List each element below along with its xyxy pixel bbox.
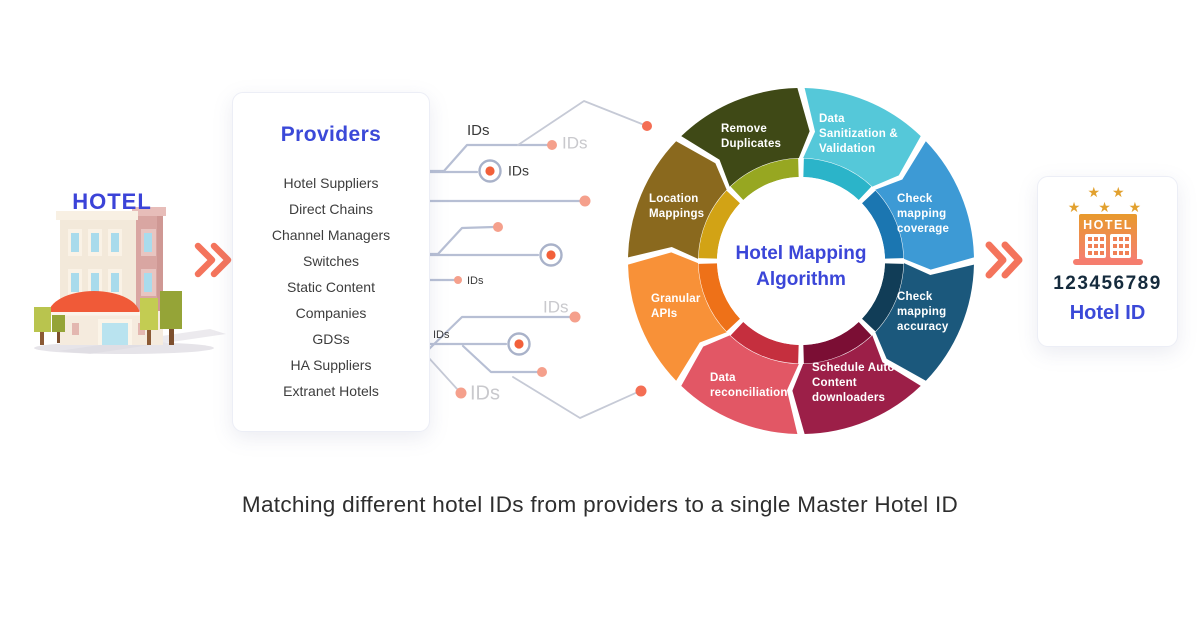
segment-label-location-mappings: Location Mappings bbox=[649, 193, 705, 221]
ids-label: IDs bbox=[433, 329, 450, 341]
providers-title: Providers bbox=[280, 123, 382, 146]
caption: Matching different hotel IDs from provid… bbox=[241, 492, 959, 517]
stars-bottom: ★ ★ ★ bbox=[1067, 199, 1147, 215]
id-dot bbox=[537, 367, 547, 377]
id-dot bbox=[642, 121, 652, 131]
segment-accent-location-mappings bbox=[698, 190, 740, 259]
provider-item: Hotel Suppliers bbox=[283, 175, 379, 191]
provider-item: Switches bbox=[302, 253, 360, 269]
id-dot bbox=[579, 195, 591, 207]
segment-accent-granular-apis bbox=[698, 263, 740, 332]
connector-line bbox=[517, 100, 648, 146]
segment-data-sanitization-validation bbox=[803, 88, 921, 187]
chevron-icon bbox=[210, 242, 232, 278]
connector-line bbox=[426, 315, 573, 352]
tower-cornice bbox=[132, 207, 166, 216]
ids-label: IDs bbox=[470, 382, 500, 404]
segment-label-data-reconciliation: Data reconciliation bbox=[710, 372, 788, 400]
segment-check-mapping-accuracy bbox=[875, 263, 974, 381]
door-glass bbox=[102, 323, 128, 345]
provider-item: Extranet Hotels bbox=[283, 383, 379, 399]
segment-label-check-mapping-coverage: Check mapping coverage bbox=[897, 193, 950, 236]
chevron-icon bbox=[194, 242, 216, 278]
icon-base bbox=[1072, 259, 1143, 265]
segment-location-mappings bbox=[628, 141, 727, 259]
segment-check-mapping-coverage bbox=[875, 141, 974, 270]
ids-label: IDs bbox=[543, 297, 569, 316]
trees bbox=[34, 291, 182, 345]
master-hotel-id-value: 123456789 bbox=[1053, 273, 1162, 294]
id-dot bbox=[455, 387, 467, 399]
connector-line bbox=[461, 344, 540, 374]
segment-label-schedule-auto-content-downloaders: Schedule Auto Content downloaders bbox=[812, 362, 895, 405]
segment-label-granular-apis: Granular APIs bbox=[651, 293, 701, 321]
connector-line bbox=[512, 376, 641, 419]
connector-line bbox=[427, 356, 459, 391]
segment-accent-data-reconciliation bbox=[730, 322, 799, 364]
id-dot bbox=[454, 276, 462, 284]
provider-item: Direct Chains bbox=[288, 201, 374, 217]
ids-label: IDs bbox=[508, 163, 529, 179]
windows bbox=[68, 229, 156, 296]
flow-chevrons-left bbox=[194, 242, 232, 278]
ring-center bbox=[717, 177, 885, 345]
id-dot bbox=[547, 140, 557, 150]
hotel-id-icon: ★ ★ ★ ★ ★ HOTEL bbox=[1067, 184, 1147, 265]
ids-label: IDs bbox=[467, 122, 490, 139]
provider-item: Companies bbox=[295, 305, 367, 321]
storefront-window-left bbox=[72, 323, 79, 335]
icon-hotel-text: HOTEL bbox=[1083, 218, 1133, 232]
chevron-icon bbox=[985, 241, 1007, 279]
provider-item: GDSs bbox=[312, 331, 350, 347]
segment-accent-remove-duplicates bbox=[730, 158, 799, 200]
tower-shade bbox=[157, 216, 163, 312]
id-dot bbox=[493, 222, 503, 232]
segment-label-data-sanitization-validation: Data Sanitization & Validation bbox=[819, 113, 898, 156]
segment-accent-check-mapping-accuracy bbox=[862, 263, 904, 332]
ids-label: IDs bbox=[562, 133, 588, 152]
segment-accent-data-sanitization-validation bbox=[803, 158, 872, 200]
algorithm-center-label: Hotel Mapping Algorithm bbox=[735, 243, 867, 291]
hotel-id-label: Hotel ID bbox=[1069, 302, 1146, 324]
hotel-building-illustration: HOTEL bbox=[34, 189, 226, 354]
cornice bbox=[56, 211, 138, 220]
flow-chevrons-right bbox=[985, 241, 1023, 279]
segment-remove-duplicates bbox=[681, 88, 810, 187]
provider-item: HA Suppliers bbox=[290, 357, 372, 373]
awning bbox=[48, 291, 140, 315]
segment-label-check-mapping-accuracy: Check mapping accuracy bbox=[897, 291, 949, 334]
hotel-sign-text: HOTEL bbox=[72, 189, 152, 214]
awning-lip bbox=[48, 312, 140, 316]
master-hotel-id-card: ★ ★ ★ ★ ★ HOTEL 123456789 Hotel ID bbox=[1037, 176, 1178, 347]
stars-top: ★ ★ bbox=[1087, 184, 1128, 200]
icon-windows bbox=[1084, 234, 1131, 258]
segment-data-reconciliation bbox=[681, 335, 799, 434]
segment-accent-check-mapping-coverage bbox=[862, 190, 904, 259]
segment-granular-apis bbox=[628, 252, 727, 381]
provider-item: Static Content bbox=[287, 279, 375, 295]
id-ring-dot-center bbox=[514, 339, 524, 349]
segment-accent-schedule-auto-content-downloaders bbox=[803, 322, 872, 364]
provider-item: Channel Managers bbox=[271, 227, 391, 243]
id-dot bbox=[635, 385, 647, 397]
id-dot bbox=[569, 311, 581, 323]
segment-label-remove-duplicates: Remove Duplicates bbox=[721, 123, 782, 151]
id-ring-dot-center bbox=[485, 166, 495, 176]
connector-line bbox=[428, 225, 496, 256]
chevron-icon bbox=[1001, 241, 1023, 279]
id-ring-dot-center bbox=[546, 250, 556, 260]
segment-schedule-auto-content-downloaders bbox=[792, 335, 921, 434]
ids-label: IDs bbox=[467, 275, 484, 287]
